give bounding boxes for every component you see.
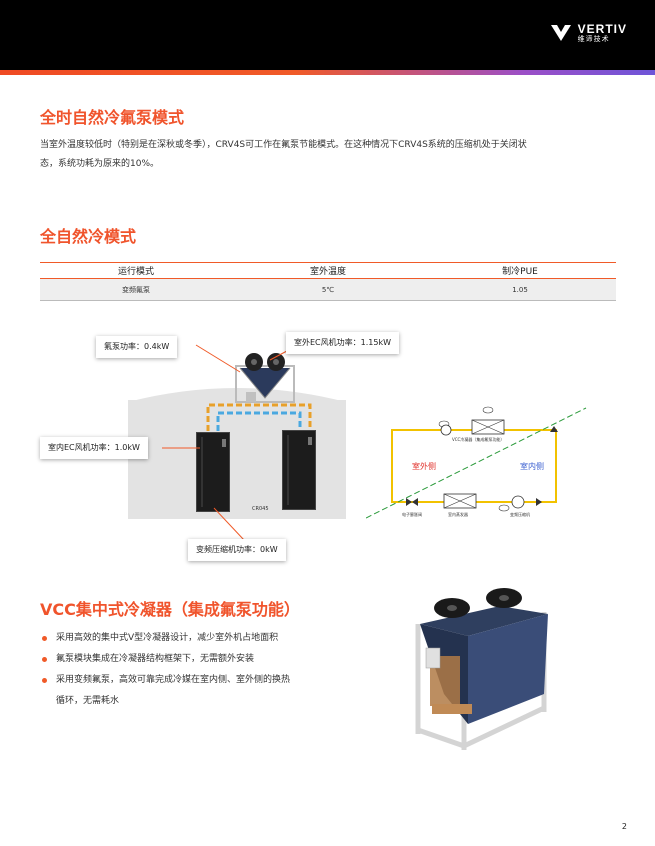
header-bar: VERTIV 维谛技术	[0, 0, 655, 70]
mode-table: 运行模式 室外温度 制冷PUE 变频氟泵 5℃ 1.05	[40, 262, 616, 301]
compressor-small-label: 变频压缩机	[510, 512, 530, 517]
vcc-feature-list: 采用高效的集中式V型冷凝器设计，减少室外机占地面积 氟泵模块集成在冷凝器结构框架…	[40, 628, 360, 712]
indoor-unit-cabinet	[282, 430, 316, 510]
brand-subtitle: 维谛技术	[577, 34, 610, 43]
unit-model-label: CR045	[252, 506, 269, 512]
indoor-side-label: 室内侧	[520, 462, 544, 471]
indoor-unit-cabinet	[196, 432, 230, 512]
vertiv-logo-icon	[550, 25, 571, 41]
paragraph-line: 当室外温度较低时（特别是在深秋或冬季），CRV4S可工作在氟泵节能模式。在这种情…	[40, 140, 527, 150]
page-number: 2	[621, 822, 627, 831]
refrigerant-circuit-diagram	[366, 406, 587, 519]
list-item-text: 采用变频氟泵，高效可靠完成冷媒在室内侧、室外侧的换热	[56, 675, 291, 685]
callout-compressor-power: 变频压缩机功率：0kW	[188, 539, 286, 561]
section-title-pump-mode: 全时自然冷氟泵模式	[40, 108, 185, 127]
list-item-text: 采用高效的集中式V型冷凝器设计，减少室外机占地面积	[56, 633, 279, 643]
brand-name: VERTIV	[577, 21, 627, 36]
outdoor-side-label: 室外侧	[412, 462, 436, 471]
refrigerant-pipes	[206, 403, 312, 440]
list-item-text: 循环，无需耗水	[56, 696, 120, 706]
list-item-text: 氟泵模块集成在冷凝器结构框架下，无需额外安装	[56, 654, 255, 664]
vcc-condenser-product-image	[415, 588, 548, 750]
table-header-cell: 室外温度	[309, 267, 346, 277]
table-header-cell: 运行模式	[117, 267, 154, 277]
section-title-natural-cooling: 全自然冷模式	[40, 227, 137, 246]
callout-pump-power: 氟泵功率：0.4kW	[96, 336, 178, 358]
callout-indoor-fan-power: 室内EC风机功率：1.0kW	[40, 437, 148, 459]
table-header-cell: 制冷PUE	[502, 267, 538, 277]
list-item: 循环，无需耗水	[40, 691, 360, 712]
pump-mode-paragraph: 当室外温度较低时（特别是在深秋或冬季），CRV4S可工作在氟泵节能模式。在这种情…	[40, 136, 620, 174]
table-cell: 变频氟泵	[122, 285, 150, 294]
vcc-condenser-small	[235, 353, 295, 403]
table-header-row: 运行模式 室外温度 制冷PUE	[40, 262, 616, 279]
accent-gradient-bar	[0, 70, 655, 75]
list-item: 氟泵模块集成在冷凝器结构框架下，无需额外安装	[40, 649, 360, 670]
section-title-vcc: VCC集中式冷凝器（集成氟泵功能）	[40, 600, 300, 619]
evaporator-small-label: 室内蒸发器	[448, 512, 468, 517]
condenser-small-label: VCC冷凝器（集成氟泵功能）	[452, 437, 505, 442]
callout-outdoor-fan-power: 室外EC风机功率：1.15kW	[286, 332, 399, 354]
table-cell: 1.05	[512, 285, 528, 294]
paragraph-line: 态，系统功耗为原来的10%。	[40, 159, 160, 169]
list-item: 采用高效的集中式V型冷凝器设计，减少室外机占地面积	[40, 628, 360, 649]
table-cell: 5℃	[321, 285, 335, 294]
list-item: 采用变频氟泵，高效可靠完成冷媒在室内侧、室外侧的换热	[40, 670, 360, 691]
valve-small-label: 电子膨胀阀	[402, 512, 422, 517]
table-row: 变频氟泵 5℃ 1.05	[40, 279, 616, 301]
vertiv-logo: VERTIV 维谛技术	[550, 22, 627, 44]
